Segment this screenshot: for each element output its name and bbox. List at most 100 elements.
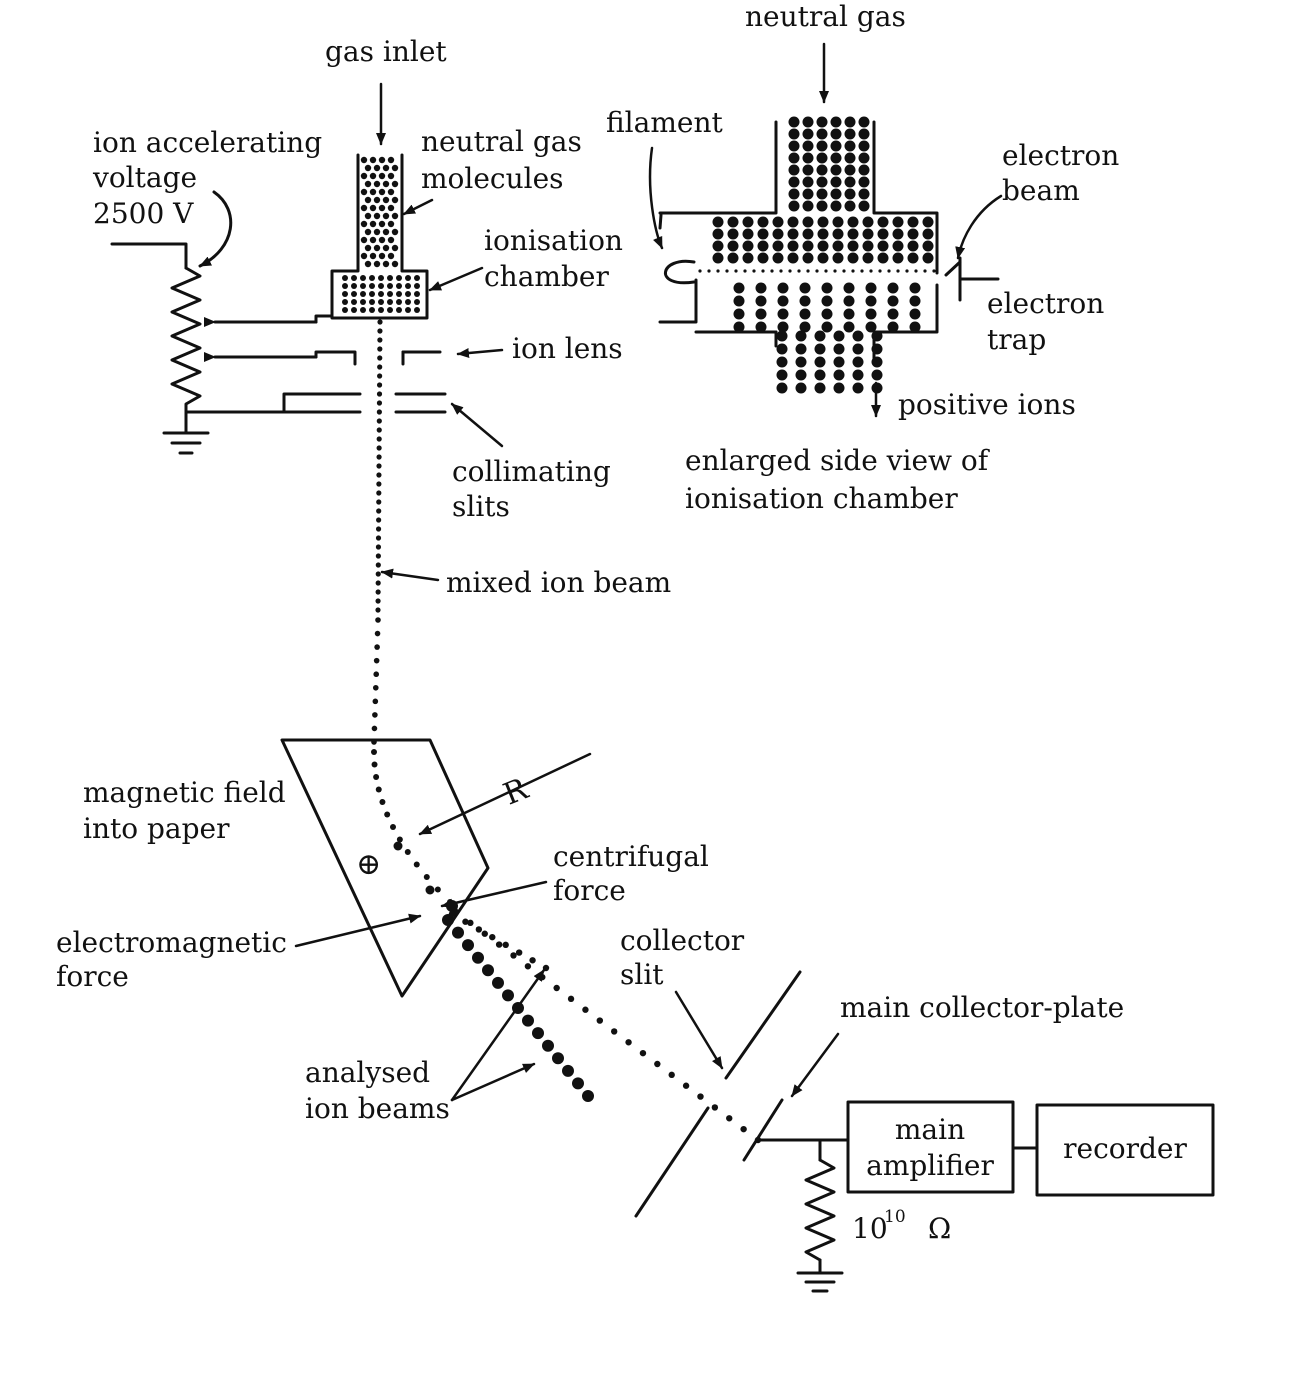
gas-molecule-dot <box>378 156 386 164</box>
chamber-molecule-dot <box>862 252 874 264</box>
chamber-molecule-dot <box>788 140 800 152</box>
chamber-molecule-dot <box>843 282 855 294</box>
gas-molecule-dot <box>378 204 386 212</box>
chamber-molecule-dot <box>843 295 855 307</box>
beam-dot <box>495 941 503 948</box>
label-gas-inlet: gas inlet <box>325 35 447 68</box>
beam-dot <box>376 409 382 415</box>
electron-beam-dot <box>860 269 864 273</box>
chamber-molecule-dot <box>892 252 904 264</box>
gas-molecule-dot <box>360 188 368 196</box>
chamber-molecule-dot <box>802 240 814 252</box>
label-arrows <box>294 42 1003 1102</box>
gas-molecule-dot <box>369 236 377 244</box>
chamber-molecule-dot <box>832 216 844 228</box>
chamber-molecule-dot <box>844 176 856 188</box>
collimating-slits <box>394 392 447 414</box>
chamber-molecule-dot <box>907 252 919 264</box>
gas-molecule-dot <box>378 172 386 180</box>
chamber-molecule-dot <box>795 343 807 355</box>
beam-dot <box>371 761 378 768</box>
chamber-molecule-dot <box>852 330 864 342</box>
main-collector-plate <box>742 1098 784 1162</box>
beam-dot <box>413 861 420 868</box>
gas-molecule-dot <box>378 220 386 228</box>
chamber-molecule-dot <box>865 295 877 307</box>
gas-molecule-dot <box>382 164 390 172</box>
label-radius: R <box>499 771 534 812</box>
beam-dot <box>711 1104 719 1111</box>
chamber-molecule-dot <box>909 321 921 333</box>
chamber-molecule-dot <box>802 128 814 140</box>
chamber-molecule-dot <box>852 356 864 368</box>
chamber-molecule-dot <box>802 152 814 164</box>
chamber-molecule-dot <box>742 216 754 228</box>
chamber-molecule-dot <box>816 116 828 128</box>
label-collimating-slits-2: slits <box>452 490 510 523</box>
gas-molecule-dot <box>387 307 393 313</box>
beam-dot <box>377 319 383 325</box>
collector-slit-lower <box>634 1106 710 1218</box>
electron-beam-dot <box>734 269 738 273</box>
chamber-molecule-dot <box>788 188 800 200</box>
chamber-molecule-dot <box>772 216 784 228</box>
chamber-molecule-dot <box>844 116 856 128</box>
chamber-molecule-dot <box>802 164 814 176</box>
beam-dot <box>376 481 382 487</box>
chamber-molecule-dot <box>787 216 799 228</box>
beam-dot <box>553 984 560 992</box>
gas-molecule-dot <box>387 204 395 212</box>
chamber-molecule-dot <box>832 228 844 240</box>
beam-dot <box>502 941 509 949</box>
gas-molecule-dot <box>387 220 395 228</box>
chamber-molecule-dot <box>816 200 828 212</box>
gas-molecule-dot <box>378 188 386 196</box>
chamber-gas-molecules <box>698 116 936 394</box>
gas-molecule-dot <box>364 164 372 172</box>
beam-dot <box>434 886 441 893</box>
beam-dot <box>376 400 383 406</box>
chamber-molecule-dot <box>817 252 829 264</box>
gas-molecule-dot <box>369 172 377 180</box>
label-ion-accelerating-1: ion accelerating <box>93 126 322 159</box>
gas-molecule-dot <box>373 180 381 188</box>
beam-dot <box>542 1039 554 1052</box>
chamber-molecule-dot <box>727 228 739 240</box>
gas-molecule-dot <box>387 275 393 281</box>
chamber-molecule-dot <box>909 295 921 307</box>
beam-dot <box>375 580 381 586</box>
chamber-molecule-dot <box>802 252 814 264</box>
chamber-molecule-dot <box>816 128 828 140</box>
gas-molecule-dot <box>405 275 411 281</box>
beam-dot <box>572 1077 584 1090</box>
chamber-molecule-dot <box>816 152 828 164</box>
beam-dot <box>596 1017 604 1024</box>
gas-molecule-dot <box>396 275 402 281</box>
collector-slit-upper <box>724 970 802 1080</box>
beam-dot <box>393 841 403 851</box>
beam-dot <box>481 930 488 937</box>
chamber-molecule-dot <box>887 308 899 320</box>
chamber-molecule-dot <box>858 116 870 128</box>
chamber-molecule-dot <box>830 116 842 128</box>
gas-molecule-dot <box>351 291 357 297</box>
gas-molecule-dot <box>351 299 357 305</box>
chamber-molecule-dot <box>865 321 877 333</box>
gas-molecule-dot <box>369 204 377 212</box>
beam-dot <box>376 472 382 478</box>
label-filament: filament <box>606 106 723 139</box>
chamber-molecule-dot <box>788 128 800 140</box>
electron-beam-dot <box>743 269 747 273</box>
chamber-molecule-dot <box>847 216 859 228</box>
chamber-molecule-dot <box>772 252 784 264</box>
chamber-molecule-dot <box>742 252 754 264</box>
chamber-molecule-dot <box>852 382 864 394</box>
beam-dot <box>467 919 474 927</box>
beam-dot <box>371 739 377 745</box>
label-resistor-unit: Ω <box>928 1212 951 1245</box>
label-ion-lens: ion lens <box>512 332 623 365</box>
gas-molecule-dot <box>373 196 381 204</box>
electron-beam-dot <box>815 269 819 273</box>
chamber-molecule-dot <box>862 216 874 228</box>
